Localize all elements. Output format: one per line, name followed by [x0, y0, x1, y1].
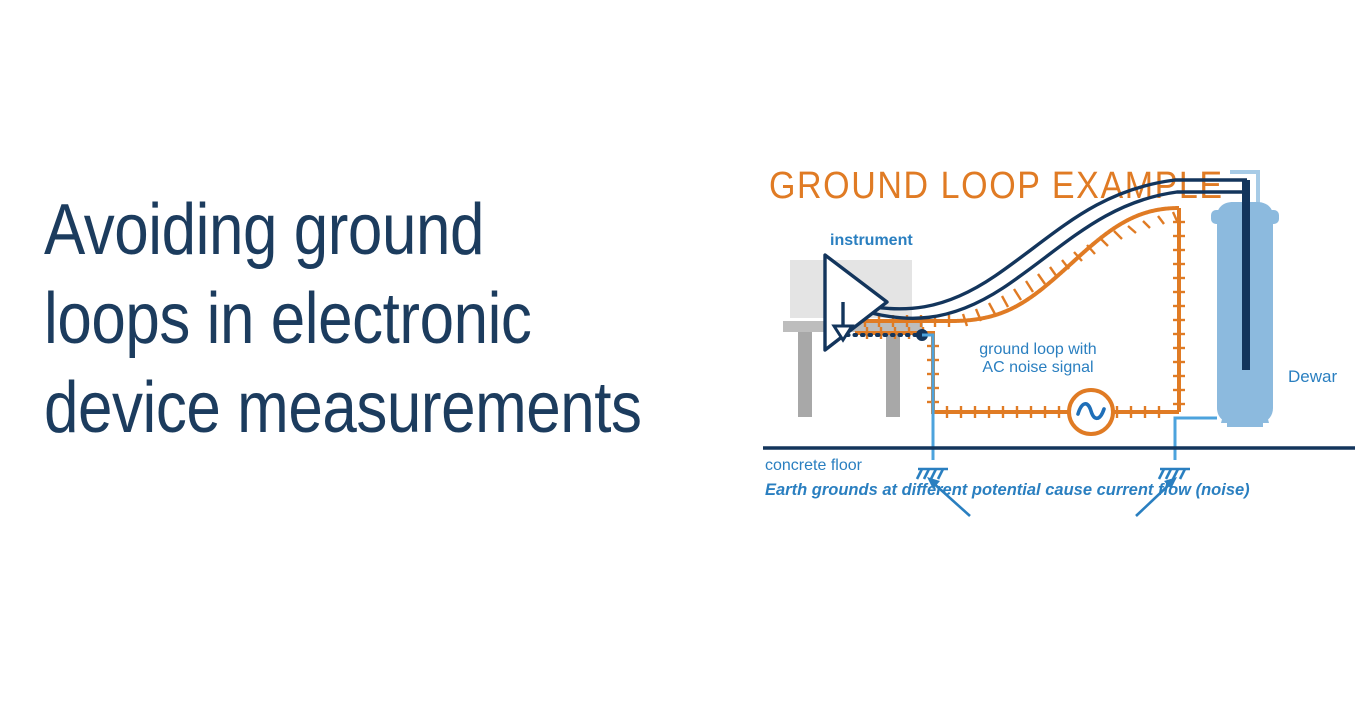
signal-cable-lower [850, 190, 1247, 321]
shield-ticks-loop [865, 327, 1161, 418]
table-leg-left [798, 332, 812, 417]
earth-wire-right [1173, 416, 1217, 460]
dewar-neck-outline [1230, 170, 1260, 210]
sine-wave-glyph [1076, 402, 1106, 421]
shield-ticks-right [1173, 220, 1185, 406]
signal-cable-upper [850, 178, 1247, 311]
dewar-probe [1242, 180, 1250, 370]
concrete-floor-label: concrete floor [765, 457, 863, 474]
caption-arrow-right-icon [1135, 477, 1177, 517]
shield-cable-rising [855, 206, 1180, 323]
dewar-foot [1227, 415, 1263, 427]
page-title: Avoiding ground loops in electronic devi… [44, 186, 646, 453]
table-leg-right [886, 332, 900, 417]
instrument-label: instrument [830, 232, 913, 249]
page-title-line-1: Avoiding ground [44, 190, 484, 270]
earth-wire-left [922, 333, 935, 460]
caption-arrow-left-icon [927, 477, 971, 517]
earth-ground-left-icon [915, 467, 948, 480]
page-title-line-2: loops in electronic [44, 279, 532, 359]
ground-loop-label-line-1: ground loop with [979, 341, 1096, 358]
ground-loop-diagram: GROUND LOOP EXAMPLE [755, 150, 1366, 520]
ground-loop-label-line-2: AC noise signal [982, 359, 1093, 376]
dewar-label: Dewar [1288, 367, 1337, 386]
diagram-caption: Earth grounds at different potential cau… [765, 481, 1250, 499]
earth-ground-right-icon [1157, 467, 1190, 480]
page-title-line-3: device measurements [44, 368, 642, 448]
